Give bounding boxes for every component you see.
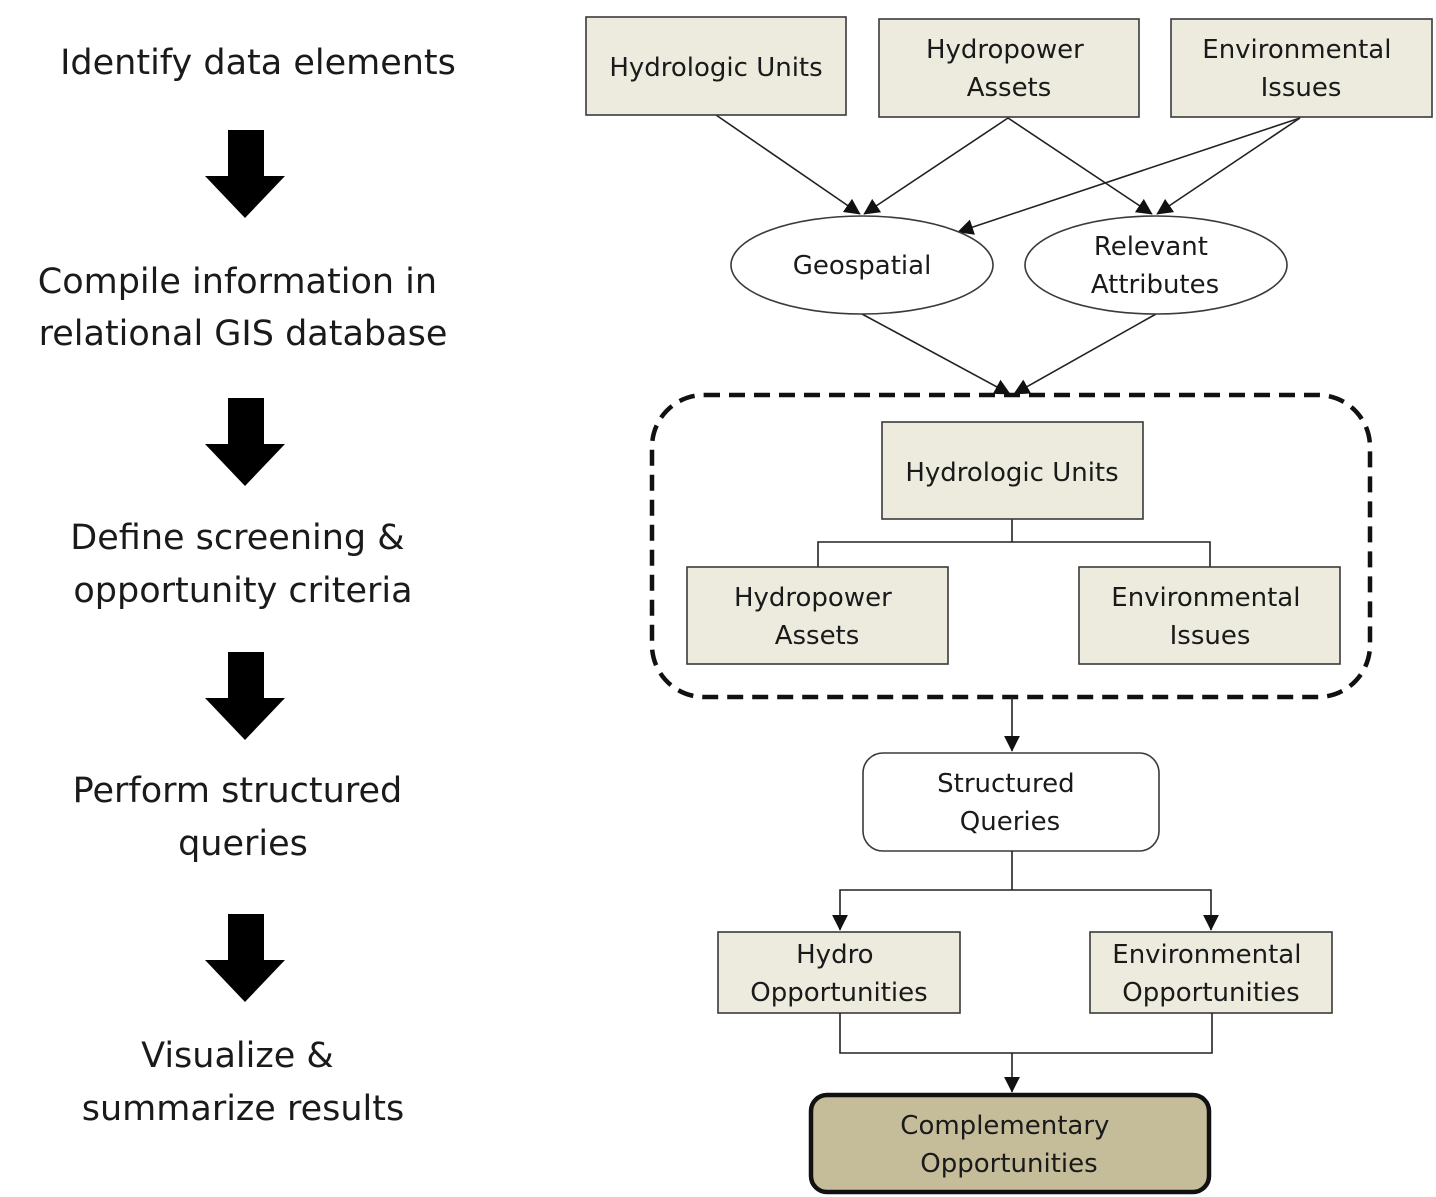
down-arrow-icon (205, 914, 285, 1002)
database-boundary (649, 392, 1373, 700)
edge-environmental-to-geospatial (957, 117, 1301, 235)
step-compile-information: Compile information in relational GIS da… (38, 262, 448, 354)
attribute-types-row: Geospatial Relevant Attributes (730, 215, 1288, 315)
node-db-hydropower-assets (686, 566, 949, 665)
node-structured-queries (862, 752, 1160, 852)
edge-queries-to-hydro (832, 889, 1012, 931)
relational-database-group: Hydrologic Units Hydropower Assets Envir… (649, 392, 1373, 700)
result-section: Complementary Opportunities (808, 1092, 1212, 1195)
edge-queries-to-environmental (1012, 889, 1219, 931)
node-db-environmental-issues (1078, 566, 1341, 665)
node-environmental-issues (1170, 18, 1433, 118)
step-identify-data-elements: Identify data elements (60, 43, 456, 83)
edge-attributes-to-database (1013, 313, 1157, 395)
node-environmental-issues-label: Environmental Issues (1202, 35, 1399, 103)
down-arrow-icon (205, 652, 285, 740)
node-hydrologic-units (585, 16, 847, 116)
edges-top (715, 114, 1301, 235)
edges-to-database (861, 313, 1157, 395)
node-geospatial-label: Geospatial (793, 251, 932, 281)
node-relevant-attributes-label: Relevant Attributes (1091, 232, 1219, 300)
node-db-hydropower-assets-label: Hydropower Assets (734, 583, 900, 651)
edge-hydrologic-to-geospatial (715, 114, 861, 215)
node-relevant-attributes (1024, 215, 1288, 315)
node-db-hydrologic-units (881, 421, 1144, 520)
node-environmental-opportunities (1089, 931, 1333, 1014)
node-hydro-opportunities-label: Hydro Opportunities (750, 940, 927, 1008)
queries-section: Structured Queries (832, 752, 1219, 931)
node-complementary-opportunities-label: Complementary Opportunities (900, 1111, 1117, 1179)
node-db-environmental-issues-label: Environmental Issues (1111, 583, 1308, 651)
edge-hydropower-to-geospatial (863, 117, 1009, 215)
step-visualize-results: Visualize & summarize results (82, 1036, 404, 1129)
down-arrow-icon (205, 130, 285, 218)
edge-environmental-to-attributes (1156, 117, 1301, 215)
connector-opportunities-merge (839, 1013, 1213, 1054)
step-perform-queries: Perform structured queries (73, 771, 414, 864)
node-db-hydrologic-units-label: Hydrologic Units (905, 458, 1118, 488)
opportunities-row: Hydro Opportunities Environmental Opport… (717, 931, 1333, 1093)
step-define-criteria: Define screening & opportunity criteria (70, 518, 415, 611)
node-environmental-opportunities-label: Environmental Opportunities (1112, 940, 1309, 1008)
edge-hydropower-to-attributes (1007, 117, 1153, 215)
node-hydro-opportunities (717, 931, 961, 1014)
node-hydrologic-units-label: Hydrologic Units (609, 53, 822, 83)
process-steps: Identify data elements Compile informati… (38, 43, 456, 1129)
connector-branch (817, 541, 1211, 567)
data-elements-row: Hydrologic Units Hydropower Assets Envir… (585, 16, 1433, 118)
node-hydropower-assets (878, 18, 1140, 118)
down-arrow-icon (205, 398, 285, 486)
node-hydropower-assets-label: Hydropower Assets (926, 35, 1092, 103)
node-complementary-opportunities (808, 1092, 1212, 1195)
edge-geospatial-to-database (861, 313, 1011, 395)
node-geospatial (730, 215, 994, 315)
node-structured-queries-label: Structured Queries (937, 769, 1083, 837)
